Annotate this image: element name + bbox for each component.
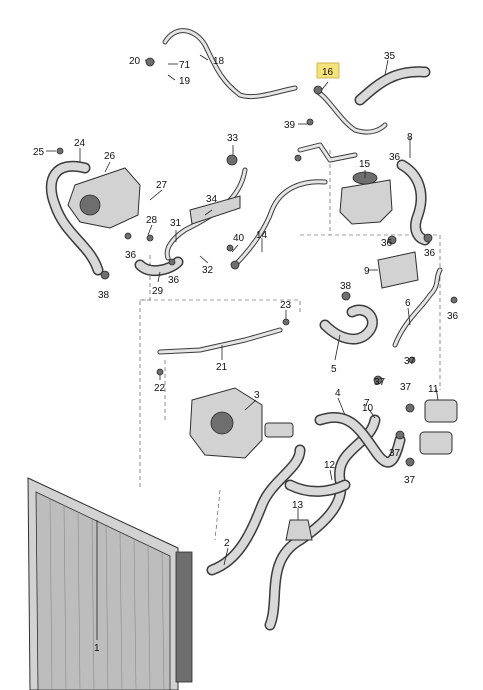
- callout-23: 23: [280, 300, 292, 311]
- callout-37-e: 37: [404, 356, 416, 367]
- callout-3: 3: [254, 390, 260, 401]
- callout-71: 71: [179, 60, 191, 71]
- callout-20: 20: [129, 56, 141, 67]
- callout-36-mid: 36: [168, 275, 180, 286]
- callout-1: 1: [94, 643, 100, 654]
- hose-35: [354, 66, 431, 106]
- callout-6: 6: [405, 298, 411, 309]
- hose-6: [392, 267, 443, 348]
- callout-36-right: 36: [424, 248, 436, 259]
- callout-22: 22: [154, 383, 166, 394]
- hose-8: [396, 159, 431, 246]
- callout-38-right: 38: [340, 281, 352, 292]
- fasteners: [56, 57, 458, 467]
- callout-4: 4: [335, 388, 341, 399]
- callout-33: 33: [227, 133, 239, 144]
- callout-11: 11: [428, 384, 439, 395]
- callout-9: 9: [364, 266, 370, 277]
- callout-5: 5: [331, 364, 337, 375]
- callout-10: 10: [362, 403, 374, 414]
- return-hose-4: [264, 411, 406, 631]
- hose-29: [134, 256, 184, 277]
- callout-36-far-right: 36: [447, 311, 459, 322]
- callout-24: 24: [74, 138, 86, 149]
- callout-40: 40: [233, 233, 245, 244]
- callout-37-b: 37: [400, 382, 412, 393]
- callout-12: 12: [324, 460, 336, 471]
- auxiliary-pump-11: [419, 399, 458, 455]
- callout-19: 19: [179, 76, 191, 87]
- pipe-21: [157, 327, 283, 355]
- callout-labels: 1 2 3 4 5 6 7 8 9 10 11 12 13 14 15 16 1…: [33, 51, 459, 654]
- callout-36-bracket: 36: [381, 238, 393, 249]
- callout-36-left: 36: [125, 250, 137, 261]
- callout-14: 14: [256, 230, 268, 241]
- callout-36-tank: 36: [389, 152, 401, 163]
- hose-18: [162, 28, 298, 100]
- callout-37-a: 37: [374, 377, 386, 388]
- callout-21: 21: [216, 362, 228, 373]
- callout-7: 7: [364, 398, 370, 409]
- callout-8: 8: [407, 132, 413, 143]
- pipe-14: [232, 142, 358, 268]
- hose-24: [45, 160, 104, 276]
- radiator: [27, 477, 193, 690]
- callout-32: 32: [202, 265, 214, 276]
- callout-16: 16: [322, 67, 334, 78]
- callout-2: 2: [224, 538, 230, 549]
- cap-13: [285, 519, 313, 541]
- callout-34: 34: [206, 194, 218, 205]
- callout-31: 31: [170, 218, 182, 229]
- callout-16-highlight: [316, 62, 340, 79]
- leader-lines: [46, 54, 439, 640]
- hose-5: [319, 304, 378, 345]
- callout-29: 29: [152, 286, 164, 297]
- callout-27: 27: [156, 180, 168, 191]
- pipe-16: [315, 89, 388, 135]
- callout-38-left: 38: [98, 290, 110, 301]
- callout-13: 13: [292, 500, 304, 511]
- assembly-guide-lines: [139, 150, 441, 541]
- thermostat-housing: [189, 387, 294, 459]
- callout-25: 25: [33, 147, 45, 158]
- bracket-9: [377, 251, 419, 289]
- radiator-hose-2: [206, 444, 306, 576]
- turbo-assembly: [67, 167, 141, 229]
- callout-26: 26: [104, 151, 116, 162]
- callout-35: 35: [384, 51, 396, 62]
- expansion-tank: [339, 171, 393, 225]
- callout-37-c: 37: [389, 448, 401, 459]
- callout-18: 18: [213, 56, 225, 67]
- pipe-34: [164, 167, 248, 261]
- callout-39: 39: [284, 120, 296, 131]
- hose-12: [284, 479, 351, 497]
- callout-37-d: 37: [404, 475, 416, 486]
- callout-15: 15: [359, 159, 371, 170]
- callout-28: 28: [146, 215, 158, 226]
